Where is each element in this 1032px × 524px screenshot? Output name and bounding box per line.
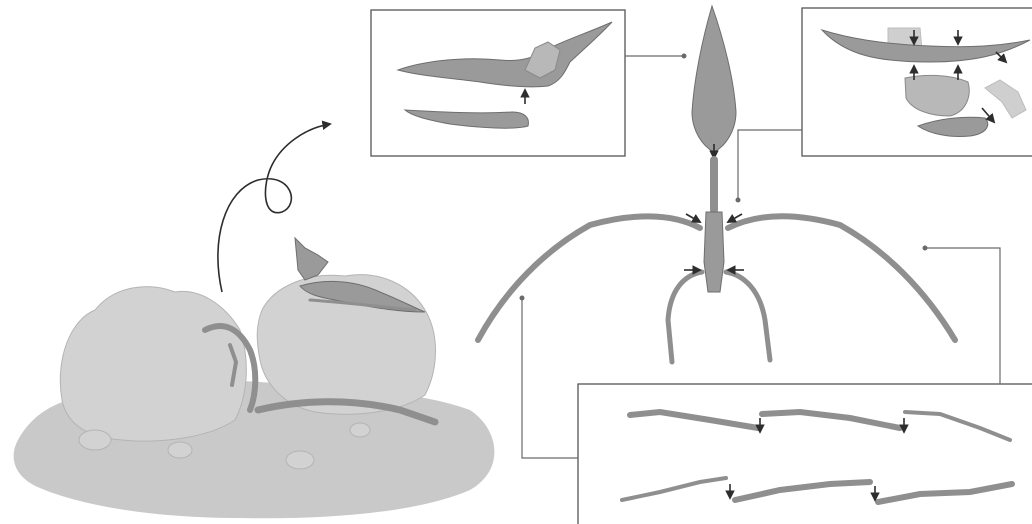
spine-leader-dot [736,198,741,203]
stone [79,430,111,450]
left-wing-leader-line [522,298,578,458]
spine-detail-panel [802,8,1032,156]
left-leg [668,272,702,362]
right-wing [728,216,955,340]
wing-detail-panel [578,384,1032,524]
left-wing-leader-dot [520,296,525,301]
left-rock [60,287,246,441]
skull-detail-panel [371,10,625,156]
right-leg [726,272,770,360]
skull-top-view [692,6,736,152]
torso-spine [704,212,724,292]
stone [286,451,314,469]
right-wing-leader-dot [923,246,928,251]
stone [168,442,192,458]
stone [350,423,370,437]
skull-leader-dot [682,54,687,59]
dig-site-illustration [14,238,495,518]
spine-leader-line [738,130,802,200]
